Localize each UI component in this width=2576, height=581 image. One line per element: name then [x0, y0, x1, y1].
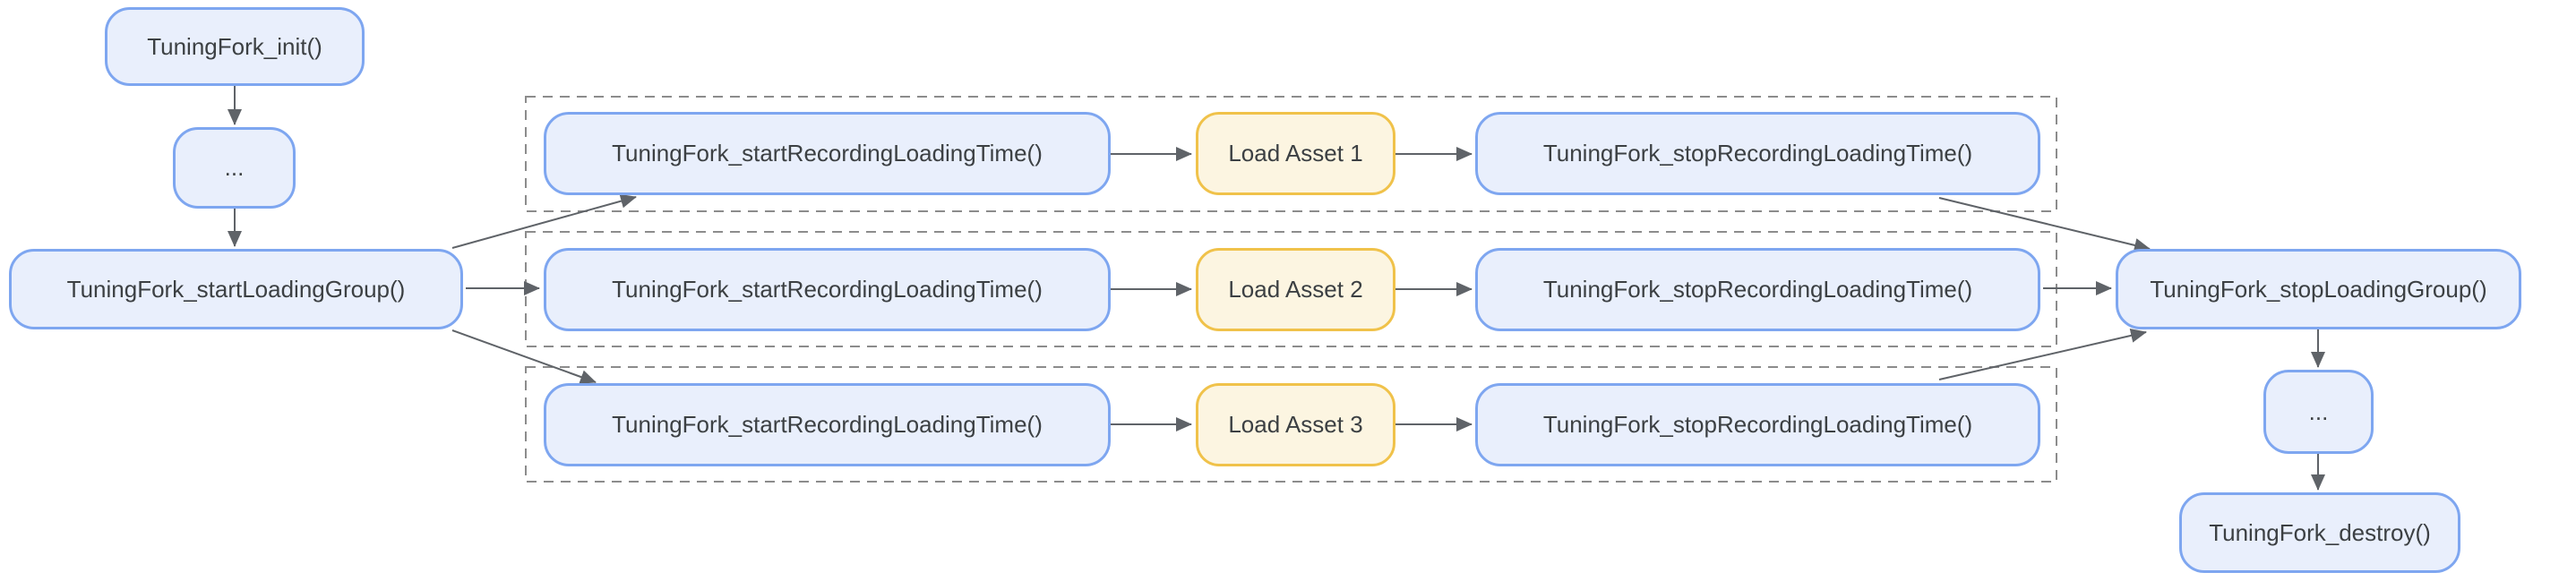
node-row3-start-recording: TuningFork_startRecordingLoadingTime() — [544, 383, 1111, 466]
node-row3-load-asset: Load Asset 3 — [1196, 383, 1395, 466]
node-ellipsis-top: ... — [173, 127, 296, 209]
loading-group-row-3-box — [525, 366, 2057, 483]
node-tuningfork-init: TuningFork_init() — [105, 7, 365, 86]
node-row3-stop-recording: TuningFork_stopRecordingLoadingTime() — [1475, 383, 2040, 466]
node-row2-load-asset: Load Asset 2 — [1196, 248, 1395, 331]
node-stop-loading-group: TuningFork_stopLoadingGroup() — [2116, 249, 2521, 329]
arrow-start-group-to-row-1 — [451, 193, 637, 249]
node-row1-stop-recording: TuningFork_stopRecordingLoadingTime() — [1475, 112, 2040, 195]
node-start-loading-group: TuningFork_startLoadingGroup() — [9, 249, 463, 329]
node-row2-start-recording: TuningFork_startRecordingLoadingTime() — [544, 248, 1111, 331]
node-row2-stop-recording: TuningFork_stopRecordingLoadingTime() — [1475, 248, 2040, 331]
node-row1-load-asset: Load Asset 1 — [1196, 112, 1395, 195]
arrow-start-group-to-row-3 — [451, 329, 597, 384]
arrow-row-3-to-stop-group — [1938, 329, 2147, 380]
loading-group-row-1-box — [525, 96, 2057, 212]
arrow-row-1-to-stop-group — [1938, 197, 2151, 252]
node-tuningfork-destroy: TuningFork_destroy() — [2179, 492, 2460, 573]
node-row1-start-recording: TuningFork_startRecordingLoadingTime() — [544, 112, 1111, 195]
node-ellipsis-bottom: ... — [2263, 370, 2374, 454]
